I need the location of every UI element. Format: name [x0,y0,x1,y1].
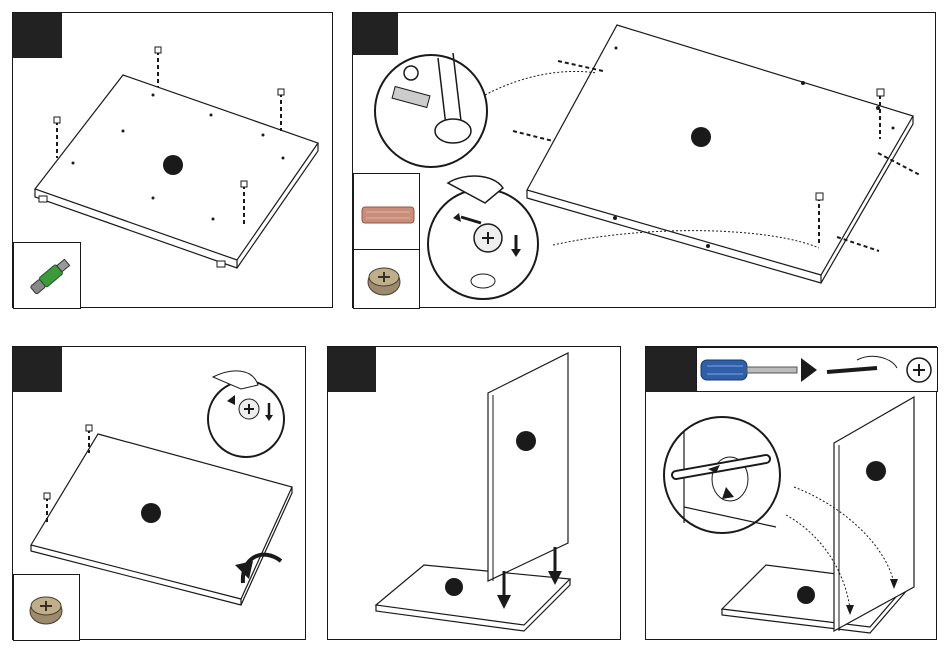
step-2-panel [352,12,936,308]
step-4-base-marker [445,578,463,596]
step-5-panel-marker [866,461,886,481]
step-2-illustration [353,13,937,309]
step-2-part-marker [691,127,711,147]
step-1-panel [12,12,333,308]
cam-lock-icon-2 [14,575,81,642]
step-5-illustration [646,347,938,641]
cam-bolt-icon [14,243,82,310]
step-4-panel [327,346,621,640]
wooden-dowel-icon [354,174,421,251]
step-2-cam-inset [353,249,420,309]
step-3-cam-inset [13,574,80,641]
step-5-base-marker [797,586,815,604]
step-1-parts-inset [13,242,81,309]
step-4-illustration [328,347,622,641]
step-3-part-marker [141,503,161,523]
cam-lock-icon [354,250,421,310]
step-5-panel [645,346,937,640]
step-2-dowel-inset [353,173,420,250]
step-4-panel-marker [516,431,536,451]
step-1-part-marker [163,155,183,175]
step-3-panel [12,346,306,640]
